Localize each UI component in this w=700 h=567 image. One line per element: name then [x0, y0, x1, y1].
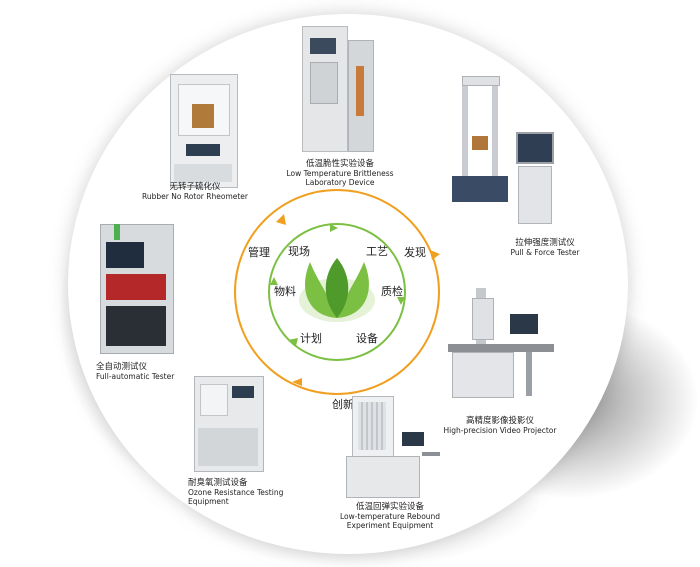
- inner-word-quality: 质检: [381, 285, 403, 298]
- orange-arrow-top-left: [276, 214, 286, 225]
- green-arrow-top: [330, 224, 338, 232]
- label-rheometer: 无转子硫化仪 Rubber No Rotor Rheometer: [142, 182, 248, 202]
- inner-green-ring: [268, 223, 406, 361]
- low-temp-rebound-image: [346, 396, 442, 500]
- label-pull-force-tester: 拉伸强度测试仪 Pull & Force Tester: [510, 238, 580, 258]
- center-leaf-logo: [299, 258, 375, 322]
- inner-word-plan: 计划: [300, 332, 322, 345]
- inner-word-equipment: 设备: [356, 332, 378, 345]
- outer-word-innovation: 创新: [332, 398, 354, 411]
- label-brittleness-device: 低温脆性实验设备 Low Temperature Brittleness Lab…: [286, 159, 394, 188]
- video-projector-image: [448, 288, 556, 398]
- pull-force-tester-image: [452, 76, 556, 226]
- inner-word-site: 现场: [288, 245, 310, 258]
- label-full-automatic-tester: 全自动测试仪 Full-automatic Tester: [96, 362, 175, 382]
- inner-word-material: 物料: [274, 285, 296, 298]
- outer-word-discovery: 发现: [404, 246, 426, 259]
- orange-arrow-right: [430, 250, 440, 260]
- green-arrow-bottom-left: [288, 338, 298, 346]
- label-ozone-resistance-tester: 耐臭氧测试设备 Ozone Resistance Testing Equipme…: [188, 478, 284, 507]
- label-low-temp-rebound: 低温回弹实验设备 Low-temperature Rebound Experim…: [339, 502, 441, 531]
- ozone-resistance-tester-image: [194, 376, 264, 472]
- outer-word-management: 管理: [248, 246, 270, 259]
- brittleness-device-image: [300, 26, 374, 156]
- full-automatic-tester-image: [100, 224, 174, 356]
- label-video-projector: 高精度影像投影仪 High-precision Video Projector: [443, 416, 557, 436]
- green-arrow-right: [397, 297, 405, 305]
- rheometer-image: [170, 74, 238, 188]
- orange-arrow-bottom: [292, 378, 302, 386]
- outer-orange-ring: [234, 189, 440, 395]
- green-arrow-left: [270, 277, 278, 285]
- inner-word-process: 工艺: [366, 245, 388, 258]
